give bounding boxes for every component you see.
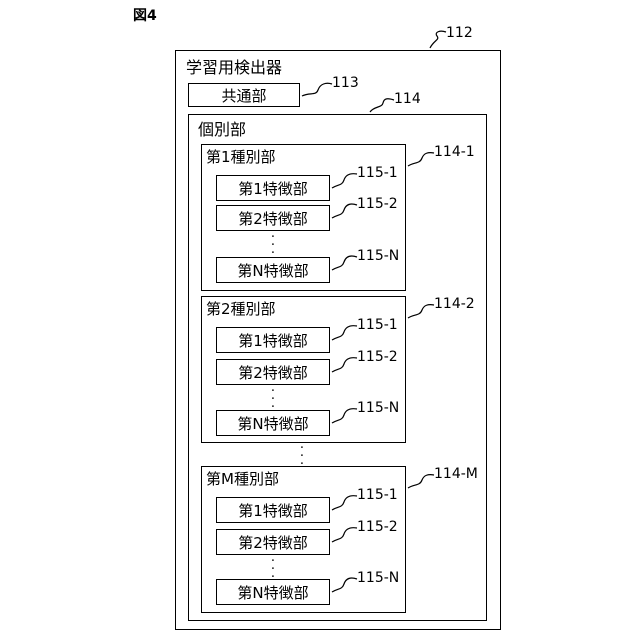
leader-g2-n — [332, 409, 357, 423]
leader-g1-1 — [332, 174, 357, 188]
leader-114 — [370, 99, 394, 112]
leader-gm-n — [332, 578, 357, 592]
leader-g2-2 — [332, 358, 357, 372]
leader-112 — [430, 31, 446, 48]
leader-gm-1 — [332, 496, 357, 510]
leader-gm-2 — [332, 528, 357, 542]
leader-114-1 — [408, 153, 434, 166]
leader-g1-n — [332, 256, 357, 270]
leader-g1-2 — [332, 204, 357, 218]
leader-114-2 — [408, 305, 434, 318]
leader-113 — [302, 83, 332, 96]
leader-g2-1 — [332, 326, 357, 340]
leader-114-m — [408, 475, 434, 488]
